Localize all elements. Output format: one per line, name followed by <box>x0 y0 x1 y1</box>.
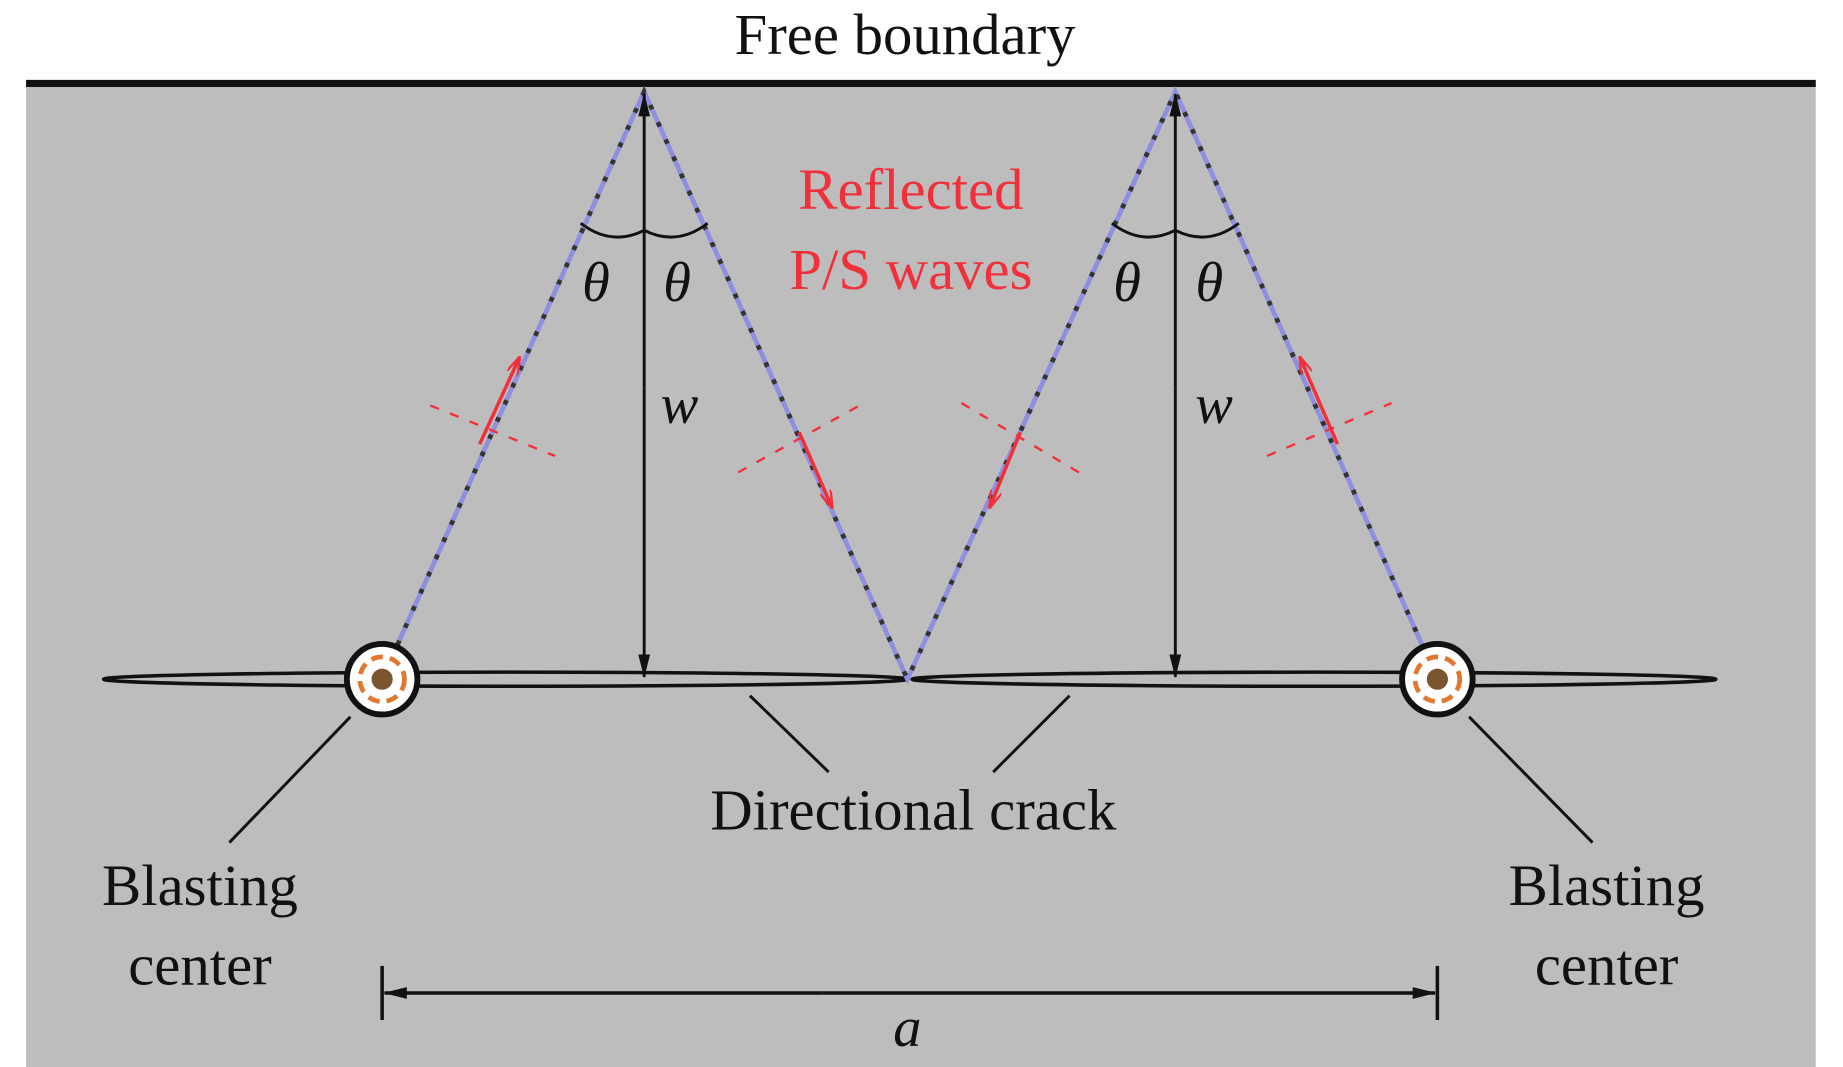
blasting-center-right-label-2: center <box>1535 933 1679 998</box>
blasting-center-right-icon <box>1399 641 1476 718</box>
blasting-center-right-label-1: Blasting <box>1509 853 1705 918</box>
theta-label: θ <box>1196 252 1224 314</box>
angle-arc-left <box>579 222 709 239</box>
leader-lines <box>228 694 1594 844</box>
blasting-center-left-icon <box>343 641 421 718</box>
reflected-label-line1: Reflected <box>798 157 1023 222</box>
blasting-center-left-label-1: Blasting <box>102 853 298 918</box>
theta-label: θ <box>1113 252 1141 314</box>
blasting-center-left-label-2: center <box>128 933 272 998</box>
angle-arc-right <box>1110 222 1240 239</box>
directional-crack-label: Directional crack <box>710 778 1117 843</box>
free-boundary-label: Free boundary <box>735 2 1077 67</box>
w-label-left: w <box>661 374 699 436</box>
spacing-a-label: a <box>893 997 921 1059</box>
reflected-label-line2: P/S waves <box>789 237 1032 302</box>
theta-label: θ <box>582 252 610 314</box>
w-label-right: w <box>1195 374 1233 436</box>
directional-crack-right <box>910 670 1718 689</box>
spacing-dimension <box>380 965 1440 1020</box>
wave-paths <box>379 85 1440 685</box>
theta-label: θ <box>663 252 691 314</box>
rock-mass <box>26 84 1816 1067</box>
wave-arrows <box>429 357 1393 507</box>
